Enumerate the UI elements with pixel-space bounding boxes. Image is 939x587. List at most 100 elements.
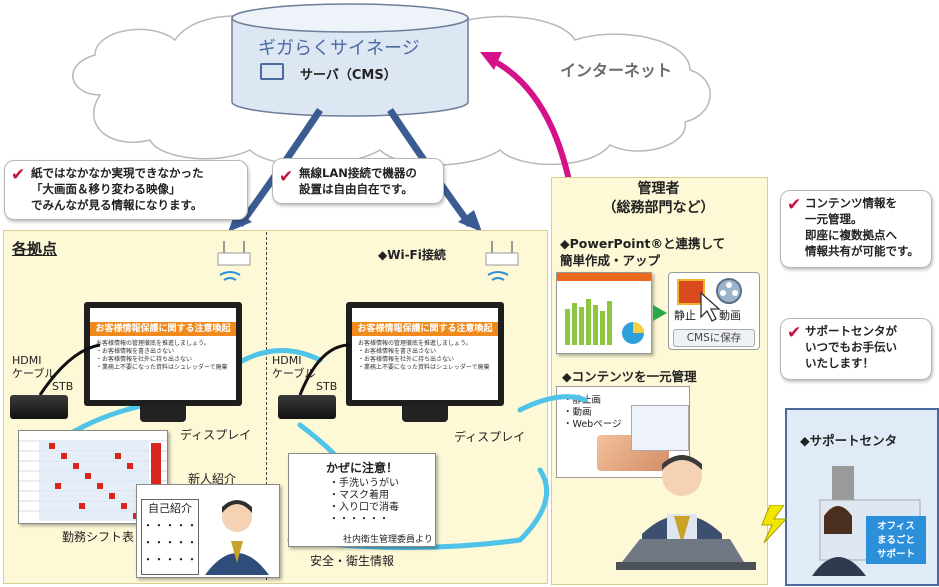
server-brand-logo: ギガらくサイネージ xyxy=(258,34,448,81)
bubble-centralized: ✔ コンテンツ情報を 一元管理。 即座に複数拠点へ 情報共有が可能です。 xyxy=(780,190,932,268)
notice-board: かぜに注意！ ・手洗いうがい ・マスク着用 ・入り口で消毒 ・・・・・・ 社内衛… xyxy=(288,453,436,547)
powerpoint-caption: ◆PowerPoint®と連携して 簡単作成・アップ xyxy=(560,235,725,269)
bubble-left-line-1: 紙ではなかなか実現できなかった xyxy=(31,166,204,180)
admin-arrow-head xyxy=(480,52,502,70)
slide-header-bar xyxy=(557,273,651,281)
admin-title-line-2: （総務部門など） xyxy=(602,200,715,216)
bubble-right-line-1: コンテンツ情報を xyxy=(805,196,897,210)
bubble-support-line-1: サポートセンタが xyxy=(805,324,897,338)
video-label: 動画 xyxy=(719,309,741,322)
admin-person-illustration xyxy=(616,455,756,570)
powerpoint-line-2: 簡単作成・アップ xyxy=(560,253,661,268)
safety-label: 安全・衛生情報 xyxy=(310,554,395,568)
notice-item-1: ・手洗いうがい xyxy=(329,478,399,489)
bubble-support: ✔ サポートセンタが いつでもお手伝い いたします！ xyxy=(780,318,932,380)
display-left-stand xyxy=(140,406,186,422)
lightning-bolt-icon xyxy=(761,505,788,543)
display-right-screen: お客様情報保護に関する注意喚起 お客様情報の管理徹底を推進しましょう。 ・お客様… xyxy=(352,308,498,400)
bubble-middle-line-2: 設置は自由自在です。 xyxy=(299,182,413,196)
admin-title: 管理者 （総務部門など） xyxy=(551,180,766,218)
support-center-title: ◆サポートセンタ xyxy=(800,433,898,448)
arrow-head-right xyxy=(458,210,482,232)
contents-item-3: ・Webページ xyxy=(563,419,622,430)
bubble-middle-line-1: 無線LAN接続で機器の xyxy=(299,166,417,180)
checkmark-icon: ✔ xyxy=(279,167,294,187)
sign-line-2: まるごと xyxy=(876,535,915,546)
newcomer-card: 自己紹介 ・・・・・ ・・・・・ ・・・・・ xyxy=(136,484,280,578)
self-intro-dots-2: ・・・・・ xyxy=(142,536,198,549)
stb-device-right xyxy=(278,395,336,419)
display-right-stand xyxy=(402,406,448,422)
bubble-left-line-2: 「大画面＆移り変わる映像」 xyxy=(31,182,181,196)
newcomer-portrait xyxy=(205,500,269,575)
checkmark-icon: ✔ xyxy=(11,165,26,185)
screen-right-line-1: お客様情報の管理徹底を推進しましょう。 xyxy=(358,340,472,347)
stb-label-left: STB xyxy=(52,380,74,393)
bubble-right-line-2: 一元管理。 xyxy=(805,212,863,226)
display-left-screen: お客様情報保護に関する注意喚起 お客様情報の管理徹底を推進しましょう。 ・お客様… xyxy=(90,308,236,400)
screen-left-line-1: お客様情報の管理徹底を推進しましょう。 xyxy=(96,340,210,347)
wifi-label: ◆Wi-Fi接続 xyxy=(378,248,446,262)
display-left-header: お客様情報保護に関する注意喚起 xyxy=(90,322,236,336)
bubble-left-line-3: でみんなが見る情報になります。 xyxy=(31,198,203,212)
monitor-icon xyxy=(260,62,284,80)
self-intro-dots-1: ・・・・・ xyxy=(142,519,198,532)
hdmi-label-right: HDMI ケーブル xyxy=(272,354,316,380)
bubble-large-screen: ✔ 紙ではなかなか実現できなかった 「大画面＆移り変わる映像」 でみんなが見る情… xyxy=(4,160,248,220)
bubble-right-line-3: 即座に複数拠点へ xyxy=(805,228,897,242)
checkmark-icon: ✔ xyxy=(787,323,802,343)
display-right-header: お客様情報保護に関する注意喚起 xyxy=(352,322,498,336)
contents-title: ◆コンテンツを一元管理 xyxy=(562,369,697,384)
admin-title-line-1: 管理者 xyxy=(637,181,680,197)
screen-left-line-3: ・お客様情報を社外に持ち出さない xyxy=(96,356,193,363)
bubble-support-line-3: いたします！ xyxy=(805,356,874,370)
server-label: サーバ（CMS） xyxy=(300,68,397,83)
self-intro-title: 自己紹介 xyxy=(148,502,192,515)
server-brand-text: ギガらくサイネージ xyxy=(258,38,420,58)
screen-right-line-3: ・お客様情報を社外に持ち出さない xyxy=(358,356,455,363)
screen-left-line-4: ・業務上不要になった資料はシュレッダーで廃棄 xyxy=(96,364,228,371)
display-left: お客様情報保護に関する注意喚起 お客様情報の管理徹底を推進しましょう。 ・お客様… xyxy=(84,302,242,406)
notice-item-3: ・入り口で消毒 xyxy=(329,502,399,513)
contents-card: ・静止画 ・動画 ・Webページ xyxy=(556,386,690,478)
sign-line-1: オフィス xyxy=(877,521,915,532)
shift-grid xyxy=(19,440,167,521)
admin-to-server-arrow xyxy=(490,57,573,186)
slide-pie-chart-icon xyxy=(622,322,644,344)
admin-panel xyxy=(551,177,768,585)
powerpoint-line-1: ◆PowerPoint®と連携して xyxy=(560,236,726,251)
notice-item-4: ・・・・・・ xyxy=(329,514,389,525)
mouse-cursor-icon xyxy=(700,291,721,322)
still-label: 静止 xyxy=(674,309,696,322)
stb-device-left xyxy=(10,395,68,419)
screen-left-line-2: ・お客様情報を書き出さない xyxy=(96,348,175,355)
hdmi-label-left: HDMI ケーブル xyxy=(12,354,56,380)
bubble-support-line-2: いつでもお手伝い xyxy=(805,340,897,354)
display-right: お客様情報保護に関する注意喚起 お客様情報の管理徹底を推進しましょう。 ・お客様… xyxy=(346,302,504,406)
wifi-access-point-right-icon xyxy=(485,241,519,281)
sign-line-3: サポート xyxy=(876,549,915,560)
server-cylinder xyxy=(231,3,469,117)
cms-save-box: 静止 動画 CMSに保存 xyxy=(668,272,760,350)
self-intro-box: 自己紹介 ・・・・・ ・・・・・ ・・・・・ xyxy=(141,499,199,575)
office-support-sign: オフィス まるごと サポート xyxy=(866,516,926,564)
bubble-wireless: ✔ 無線LAN接続で機器の 設置は自由自在です。 xyxy=(272,158,444,204)
screen-right-line-4: ・業務上不要になった資料はシュレッダーで廃棄 xyxy=(358,364,490,371)
contents-item-2: ・動画 xyxy=(563,407,592,418)
checkmark-icon: ✔ xyxy=(787,195,802,215)
cms-save-label: CMSに保存 xyxy=(673,329,755,347)
shift-table-label: 勤務シフト表 xyxy=(62,530,135,544)
notice-item-2: ・マスク着用 xyxy=(329,490,389,501)
notice-title: かぜに注意！ xyxy=(325,461,398,475)
powerpoint-slide-thumbnail xyxy=(556,272,652,354)
screen-right-line-2: ・お客様情報を書き出さない xyxy=(358,348,437,355)
newcomer-label: 新人紹介 xyxy=(188,472,237,486)
chart-screenshot xyxy=(631,405,689,451)
wifi-access-point-left-icon xyxy=(217,241,251,281)
internet-label: インターネット xyxy=(560,62,672,80)
still-image-icon xyxy=(677,279,705,305)
display-label-left: ディスプレイ xyxy=(180,428,252,442)
sites-divider xyxy=(266,232,267,580)
slide-bar-chart-icon xyxy=(565,299,612,345)
